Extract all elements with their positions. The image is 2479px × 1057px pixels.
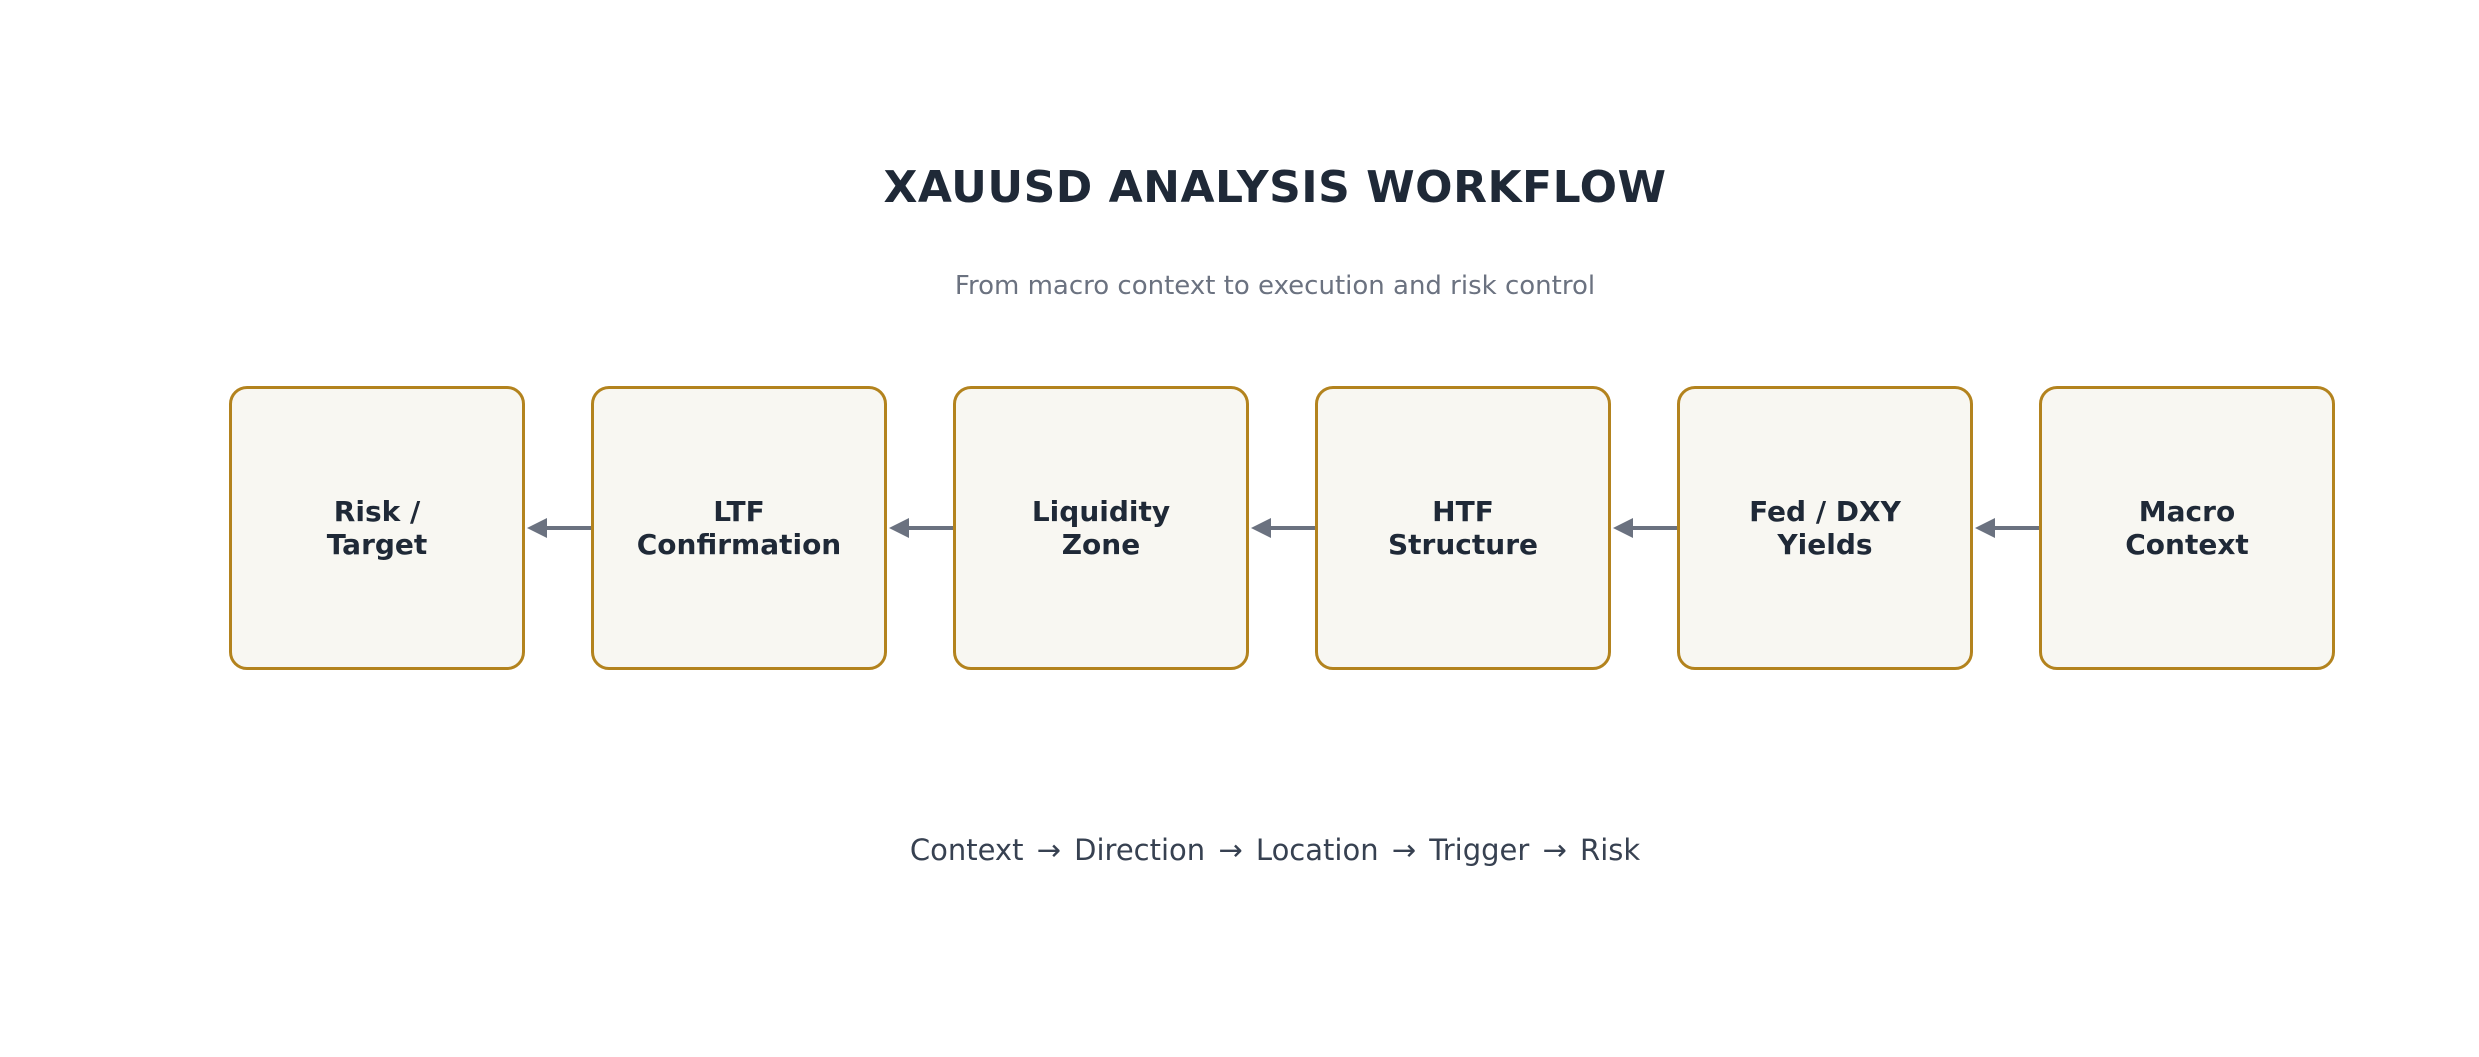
diagram-title: XAUUSD ANALYSIS WORKFLOW [883, 162, 1667, 213]
step-liquidity-zone: Liquidity Zone [953, 386, 1249, 670]
arrow-left-icon [889, 518, 953, 538]
workflow-summary: Context → Direction → Location → Trigger… [909, 833, 1641, 867]
step-risk-target: Risk / Target [229, 386, 525, 670]
arrow-left-icon [1613, 518, 1677, 538]
step-fed-dxy-yields: Fed / DXY Yields [1677, 386, 1973, 670]
step-htf-structure: HTF Structure [1315, 386, 1611, 670]
step-macro-context: Macro Context [2039, 386, 2335, 670]
step-label: Macro Context [2125, 495, 2249, 561]
arrow-left-icon [1975, 518, 2039, 538]
step-ltf-confirmation: LTF Confirmation [591, 386, 887, 670]
step-label: LTF Confirmation [636, 495, 842, 561]
arrow-left-icon [1251, 518, 1315, 538]
step-label: HTF Structure [1387, 495, 1538, 561]
arrow-left-icon [527, 518, 591, 538]
step-label: Fed / DXY Yields [1749, 495, 1901, 561]
step-label: Liquidity Zone [1031, 495, 1171, 561]
step-label: Risk / Target [326, 495, 428, 561]
diagram-subtitle: From macro context to execution and risk… [954, 271, 1596, 301]
